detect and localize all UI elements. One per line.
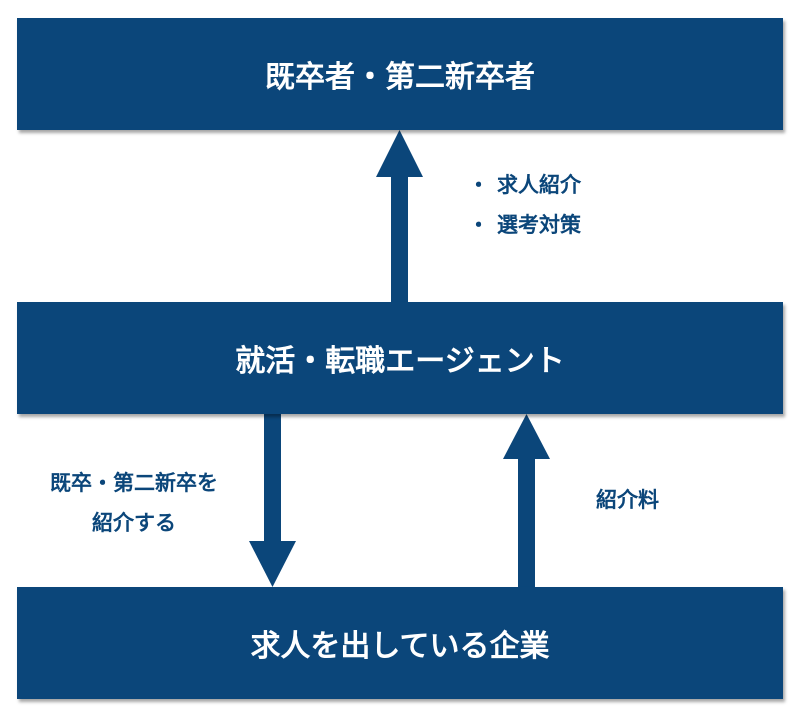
service-item-text: 求人紹介 (497, 173, 581, 197)
referral-label: 既卒・第二新卒を 紹介する (10, 463, 258, 543)
referral-label-line: 既卒・第二新卒を (50, 471, 218, 495)
fee-label-text: 紹介料 (596, 488, 659, 512)
referral-label-line: 紹介する (92, 511, 176, 535)
company-box: 求人を出している企業 (17, 587, 783, 699)
service-item-text: 選考対策 (497, 213, 581, 237)
agent-services-label: ・求人紹介 ・選考対策 (468, 165, 581, 245)
agent-box: 就活・転職エージェント (17, 302, 783, 414)
service-item: ・選考対策 (468, 205, 581, 245)
service-item: ・求人紹介 (468, 165, 581, 205)
fee-label: 紹介料 (596, 480, 659, 520)
candidates-box: 既卒者・第二新卒者 (17, 18, 783, 130)
candidates-box-label: 既卒者・第二新卒者 (265, 60, 535, 95)
arrow-agent-to-candidates (376, 130, 423, 302)
bullet: ・ (468, 213, 489, 237)
arrow-company-to-agent (503, 414, 550, 587)
bullet: ・ (468, 173, 489, 197)
company-box-label: 求人を出している企業 (250, 629, 550, 664)
agent-box-label: 就活・転職エージェント (235, 344, 565, 379)
